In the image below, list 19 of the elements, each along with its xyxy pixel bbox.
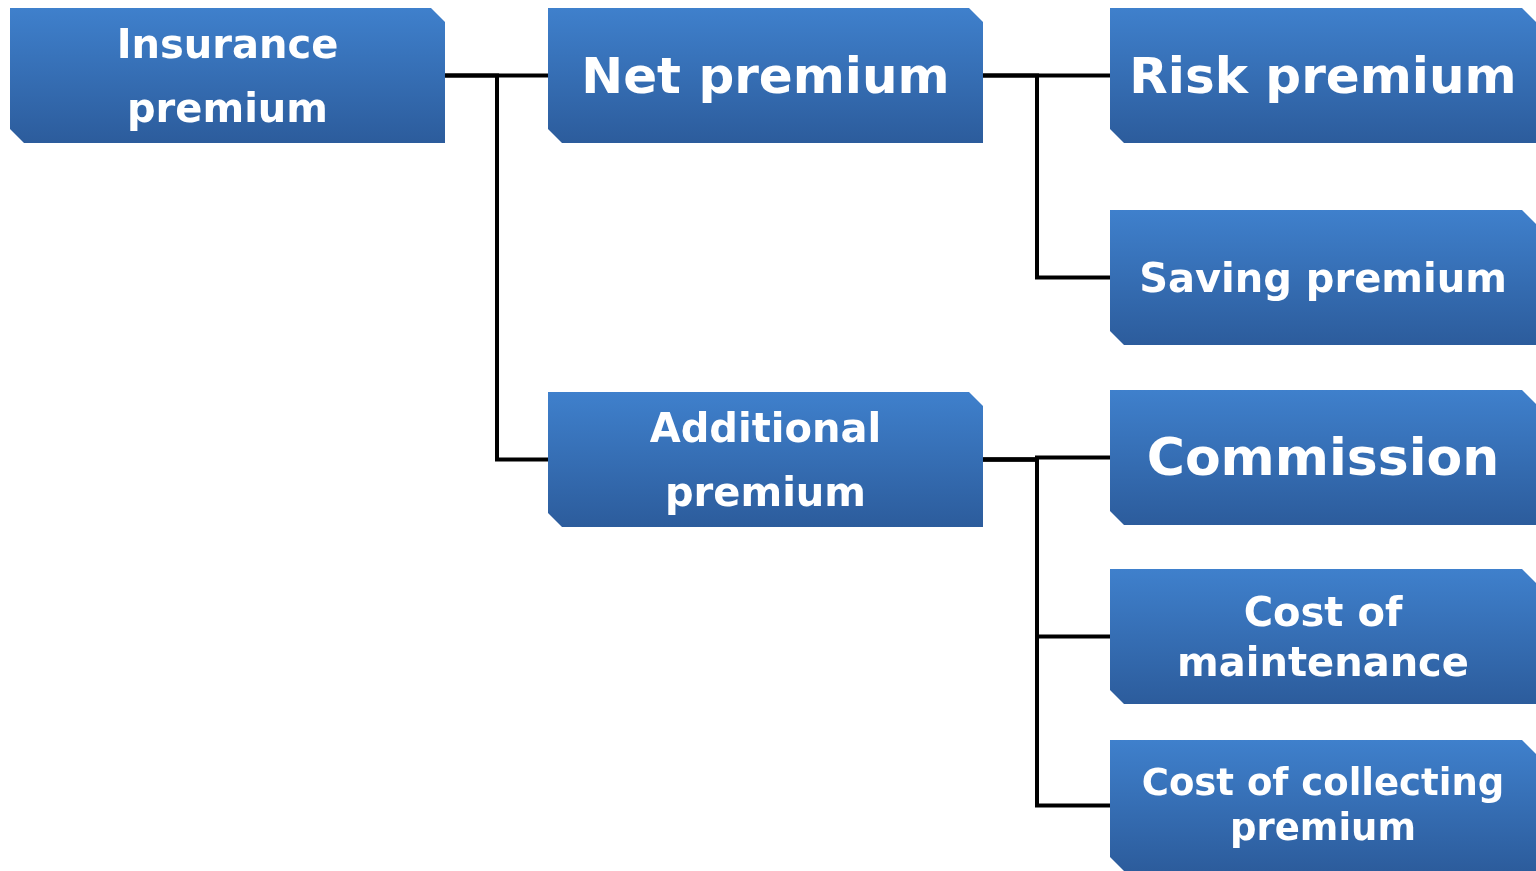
- connector-line: [445, 73, 548, 462]
- process-box: [1110, 210, 1536, 345]
- process-box: [10, 8, 445, 143]
- box-label: Net premium: [581, 45, 950, 106]
- box-label: Risk premium: [1129, 45, 1517, 106]
- box-label: Cost of collecting premium: [1140, 761, 1506, 850]
- process-box: [1110, 569, 1536, 704]
- box-label: Cost of maintenance: [1176, 587, 1470, 687]
- box-label: Additional premium: [648, 403, 883, 517]
- connector-line: [983, 73, 1110, 280]
- process-box: [1110, 8, 1536, 143]
- box-label: Commission: [1146, 426, 1500, 489]
- process-box: [548, 8, 983, 143]
- process-box: [1110, 390, 1536, 525]
- connector-line: [983, 457, 1110, 808]
- box-label: Insurance premium: [115, 19, 340, 133]
- box-label: Saving premium: [1139, 253, 1507, 302]
- process-box: [1110, 740, 1536, 871]
- process-box: [548, 392, 983, 527]
